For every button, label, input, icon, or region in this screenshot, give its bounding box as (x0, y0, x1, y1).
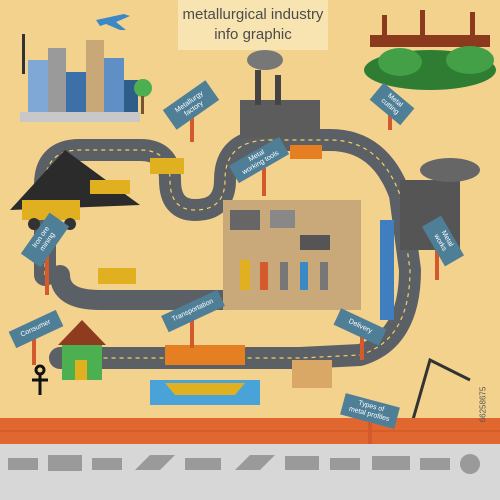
sign-metal-works (421, 215, 465, 280)
forest (364, 10, 496, 90)
sign-metal-working-tools (228, 136, 290, 196)
crane-icon (408, 357, 471, 431)
sign-delivery (333, 308, 387, 360)
watermark: 66258675 (478, 360, 488, 450)
person-icon (32, 364, 48, 395)
title-line-2: info graphic (214, 26, 292, 43)
consumer-house (58, 320, 106, 380)
truck-ore (98, 268, 136, 284)
ship-icon (165, 383, 245, 395)
metal-works-plant (380, 158, 480, 320)
city (20, 34, 152, 122)
title-box: metallurgical industry info graphic (178, 0, 328, 50)
plane-icon (96, 14, 130, 30)
metal-profiles-strip (0, 444, 500, 500)
title-line-1: metallurgical industry (182, 6, 324, 23)
sign-types-of-metal-profiles (340, 393, 400, 444)
delivery-box (292, 360, 332, 388)
dump-truck-left (150, 158, 184, 174)
iron-ore-mine (10, 150, 140, 230)
sign-transportation (161, 289, 225, 348)
metallurgy-factory (240, 50, 320, 138)
tools-board (223, 200, 361, 310)
watermark-text: 66258675 (478, 386, 488, 423)
road-markings (44, 139, 411, 359)
sign-consumer (8, 309, 64, 365)
sign-metallurgy-factory (162, 80, 220, 142)
metal-profiles (8, 454, 480, 474)
sign-iron-ore-mining (20, 212, 70, 295)
truck-top (290, 145, 322, 159)
truck-transport (165, 345, 245, 365)
sign-metal-cutting (369, 82, 415, 130)
